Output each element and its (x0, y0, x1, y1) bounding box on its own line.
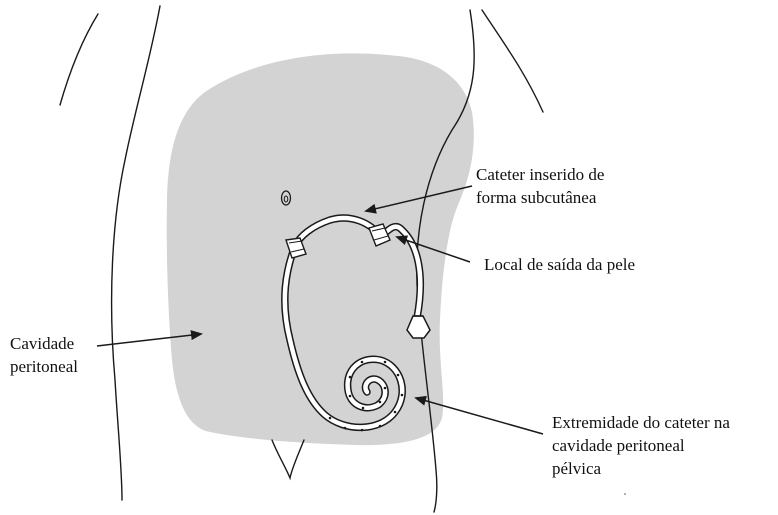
label-catheter-tip-line-3: pélvica (552, 457, 730, 480)
label-catheter-subcutaneous-line-2: forma subcutânea (476, 186, 604, 209)
label-catheter-subcutaneous-line-1: Cateter inserido de (476, 163, 604, 186)
speck (624, 493, 626, 495)
label-peritoneal-cavity-line-2: peritoneal (10, 355, 78, 378)
label-peritoneal-cavity-line-1: Cavidade (10, 332, 78, 355)
label-catheter-tip-line-1: Extremidade do cateter na (552, 411, 730, 434)
label-skin-exit-site: Local de saída da pele (484, 253, 635, 276)
label-skin-exit-site-text: Local de saída da pele (484, 253, 635, 276)
label-catheter-tip: Extremidade do cateter na cavidade perit… (552, 411, 730, 480)
label-catheter-tip-line-2: cavidade peritoneal (552, 434, 730, 457)
label-peritoneal-cavity: Cavidade peritoneal (10, 332, 78, 378)
label-catheter-subcutaneous: Cateter inserido de forma subcutânea (476, 163, 604, 209)
